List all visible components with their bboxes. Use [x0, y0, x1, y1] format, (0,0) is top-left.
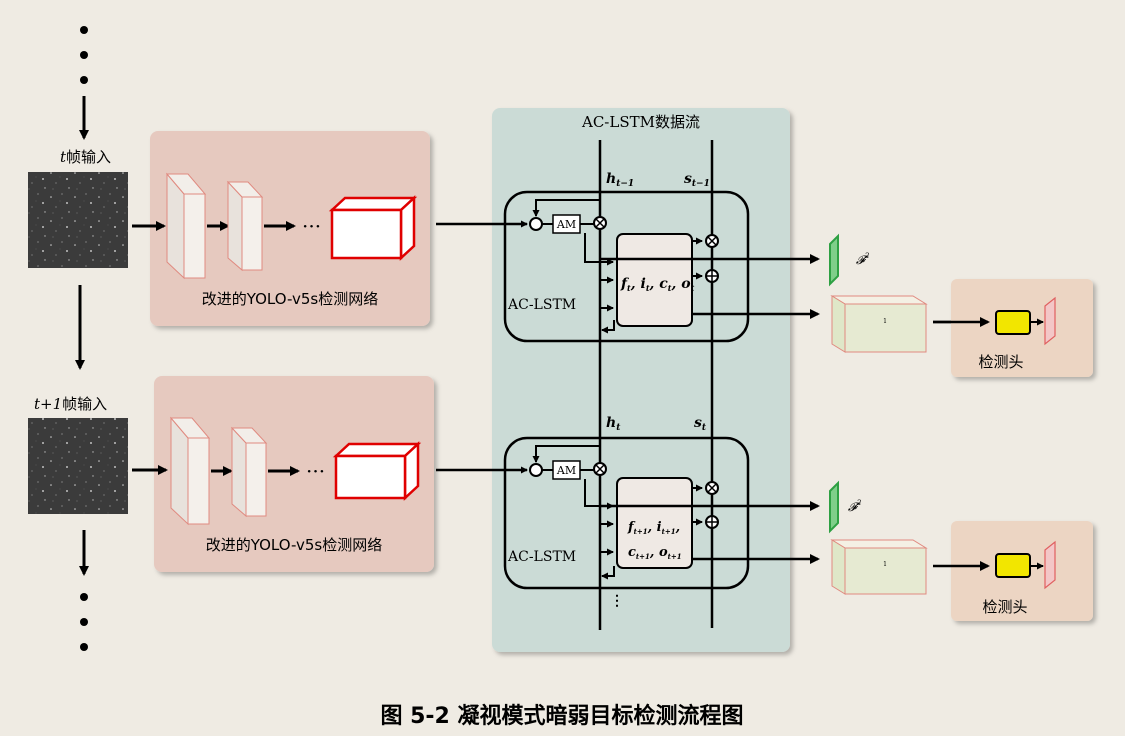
output-branch-2: 𝓕2 1 检测头 [600, 480, 1093, 621]
conv-layer [226, 180, 264, 272]
output-branch-1: 𝓕2 1 检测头 [600, 233, 1093, 377]
f2-label: 𝓕2 [856, 252, 870, 267]
gates-to-h [601, 566, 615, 580]
ellipsis-dot [80, 593, 88, 601]
yolo-network-1: ··· 改进的YOLO-v5s检测网络 [132, 131, 430, 326]
am-label: AM [556, 218, 576, 231]
layer-ellipsis: ··· [306, 459, 325, 483]
cell-frame [503, 190, 750, 343]
frame-label-t: t帧输入 [60, 148, 111, 166]
h-cur-label: ht [606, 415, 621, 433]
concat-node [529, 217, 543, 231]
cell-label: AC-LSTM [507, 549, 576, 565]
ac-lstm-panel: AC-LSTM数据流 ⋮ ht−1 st−1 ht st AM ft, it, … [436, 108, 790, 652]
svg-text:1: 1 [883, 318, 887, 325]
fused-feature-block: 1 [830, 295, 928, 353]
left-column: t帧输入 t+1帧输入 [28, 26, 128, 651]
gate-labels-line2: ct+1, ot+1 [628, 545, 682, 561]
frame-label-t1: t+1帧输入 [34, 395, 107, 413]
f2-label: 𝓕2 [848, 499, 862, 514]
conv-layer [169, 416, 211, 526]
gates-block [616, 233, 693, 327]
am-label: AM [556, 464, 576, 477]
lstm-flow-title: AC-LSTM数据流 [581, 113, 700, 131]
head-output-plate [1044, 296, 1056, 346]
ellipsis-dot [80, 76, 88, 84]
cell-frame [503, 436, 750, 590]
s-cur-label: st [694, 415, 707, 433]
cell-label: AC-LSTM [507, 297, 576, 313]
feedback-path [532, 199, 601, 217]
gates-to-h [601, 320, 615, 334]
ac-lstm-cell-1: AM ft, it, ct, ot AC-LSTM [436, 190, 750, 343]
fused-feature-block: 1 [830, 539, 928, 595]
ellipsis-dot [80, 26, 88, 34]
yolo-label: 改进的YOLO-v5s检测网络 [202, 290, 378, 308]
ellipsis-dot [80, 618, 88, 626]
feedback-path [532, 445, 601, 463]
head-module [995, 553, 1031, 578]
h-prev-label: ht−1 [606, 171, 634, 189]
f2-feature-plate [829, 480, 839, 534]
output-feature-block [328, 195, 418, 261]
conv-layer [165, 172, 207, 280]
concat-node [529, 463, 543, 477]
svg-text:1: 1 [883, 561, 887, 568]
gate-labels: ft, it, ct, ot [620, 276, 695, 293]
yolo-label: 改进的YOLO-v5s检测网络 [206, 536, 382, 554]
conv-layer [230, 426, 268, 518]
output-feature-block [332, 441, 422, 501]
head-label: 检测头 [982, 598, 1027, 616]
am-to-gates [584, 233, 614, 266]
ellipsis-dot [80, 51, 88, 59]
head-label: 检测头 [978, 353, 1023, 371]
yolo-network-2: ··· 改进的YOLO-v5s检测网络 [132, 376, 434, 572]
lstm-panel-bg [492, 108, 790, 652]
layer-ellipsis: ··· [302, 214, 321, 238]
head-output-plate [1044, 540, 1056, 590]
ellipsis-dot [80, 643, 88, 651]
vertical-ellipsis: ⋮ [610, 593, 624, 609]
frame-image-t1 [28, 418, 128, 514]
gate-labels-line1: ft+1, it+1, [627, 520, 680, 536]
ac-lstm-cell-2: AM ft+1, it+1, ct+1, ot+1 AC-LSTM [436, 436, 750, 590]
f2-feature-plate [829, 233, 839, 287]
s-prev-label: st−1 [684, 171, 710, 189]
frame-image-t [28, 172, 128, 268]
head-module [995, 310, 1031, 335]
figure-caption: 图 5-2 凝视模式暗弱目标检测流程图 [380, 703, 743, 729]
